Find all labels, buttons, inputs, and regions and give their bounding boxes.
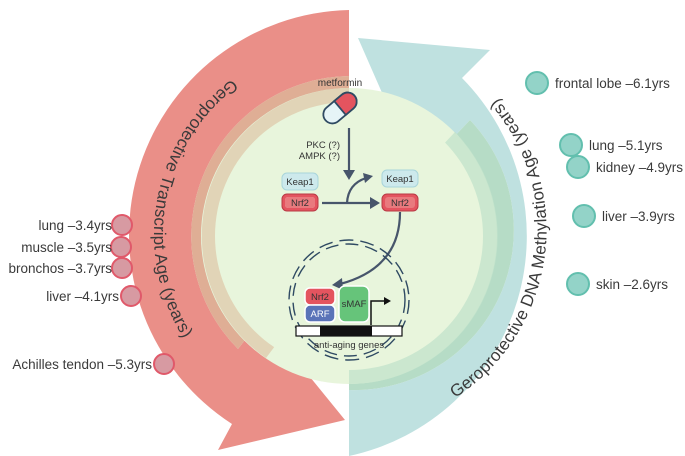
methylation-band-overlap (349, 132, 498, 385)
arf-box (304, 304, 336, 323)
transcript-marker (111, 257, 133, 279)
pill-icon (322, 91, 358, 125)
transcript-band-overlap (201, 88, 349, 358)
methylation-tissue-label: skin –2.6yrs (596, 277, 668, 292)
transcript-tissue-label: bronchos –3.7yrs (8, 261, 112, 276)
arf-label: ARF (311, 309, 330, 320)
nucleus-inner (292, 243, 406, 357)
keap1-label-right: Keap1 (386, 174, 413, 185)
smaf-box (338, 285, 370, 323)
arrowhead-icon (343, 170, 355, 180)
cell-inner (215, 102, 483, 370)
methylation-tissue-label: liver –3.9yrs (602, 209, 675, 224)
dna-methylation-arc (349, 38, 527, 456)
transcript-tissue-label: Achilles tendon –5.3yrs (12, 357, 152, 372)
methylation-marker (572, 204, 596, 228)
methylation-tissue-label: lung –5.1yrs (589, 138, 663, 153)
arrowhead-icon (363, 173, 373, 183)
left-markers: lung –3.4yrs muscle –3.5yrs bronchos –3.7y… (8, 214, 175, 375)
gene-coding-region (320, 326, 372, 336)
arrowhead-icon (332, 278, 343, 290)
methylation-inner-band (349, 120, 514, 391)
transcript-marker (120, 285, 142, 307)
transcript-marker (153, 353, 175, 375)
keap1-label-left: Keap1 (286, 177, 313, 188)
transcript-marker (110, 236, 132, 258)
keap1-box-left (281, 172, 319, 191)
nucleus-outer (288, 239, 410, 361)
nrf2-label-left: Nrf2 (291, 198, 309, 209)
methylation-marker (566, 272, 590, 296)
transcript-age-arc (128, 10, 349, 450)
arrowhead-icon (370, 197, 380, 209)
transcription-start-icon (370, 300, 385, 325)
release-arrow (345, 176, 367, 204)
methylation-marker (566, 155, 590, 179)
smaf-label: sMAF (342, 299, 367, 310)
metformin-label: metformin (318, 78, 362, 89)
methylation-tissue-label: frontal lobe –6.1yrs (555, 76, 670, 91)
gene-label: anti-aging genes (314, 340, 384, 351)
keap1-box-right (381, 169, 419, 188)
translocation-arrow (339, 211, 402, 286)
transcript-tissue-label: liver –4.1yrs (46, 289, 119, 304)
nrf2-label-right: Nrf2 (391, 198, 409, 209)
methylation-tissue-label: kidney –4.9yrs (596, 160, 683, 175)
arrowhead-icon (384, 297, 391, 305)
transcript-tissue-label: muscle –3.5yrs (21, 240, 112, 255)
right-markers: frontal lobe –6.1yrs lung –5.1yrs kidney –… (525, 71, 683, 296)
ampk-label: AMPK (?) (299, 151, 340, 162)
methylation-marker (559, 133, 583, 157)
nrf2-label-nucleus: Nrf2 (311, 292, 329, 303)
methylation-marker (525, 71, 549, 95)
pkc-label: PKC (?) (306, 140, 340, 151)
transcript-marker (111, 214, 133, 236)
transcript-tissue-label: lung –3.4yrs (38, 218, 112, 233)
